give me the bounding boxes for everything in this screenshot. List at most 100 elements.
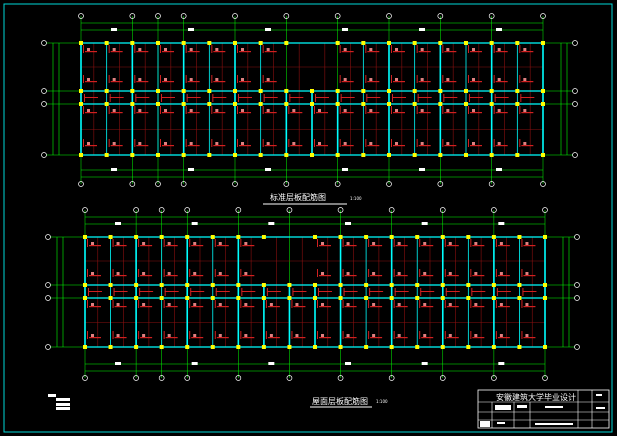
rebar bbox=[472, 306, 485, 308]
rebar bbox=[497, 275, 510, 277]
rebar-tag bbox=[142, 242, 146, 245]
column bbox=[543, 283, 547, 287]
axis-bubble bbox=[572, 40, 578, 46]
column bbox=[415, 283, 420, 287]
column bbox=[412, 102, 417, 106]
column bbox=[261, 283, 266, 287]
column bbox=[210, 235, 215, 239]
rebar bbox=[342, 239, 344, 247]
rebar bbox=[114, 245, 127, 247]
rebar bbox=[365, 75, 367, 83]
rebar bbox=[114, 306, 127, 308]
rebar bbox=[470, 331, 472, 339]
rebar bbox=[187, 145, 200, 147]
rebar-tag bbox=[423, 334, 427, 337]
column bbox=[159, 235, 164, 239]
rebar bbox=[368, 300, 370, 308]
column bbox=[134, 345, 139, 349]
column bbox=[79, 153, 83, 157]
column bbox=[541, 153, 545, 157]
rebar bbox=[521, 300, 523, 308]
rebar-tag bbox=[420, 109, 424, 112]
rebar bbox=[140, 337, 153, 339]
column bbox=[517, 283, 522, 287]
rebar bbox=[191, 337, 204, 339]
rebar-tag bbox=[397, 303, 401, 306]
rebar bbox=[109, 97, 124, 98]
rebar bbox=[262, 139, 264, 147]
axis-bubble bbox=[337, 375, 344, 381]
rebar bbox=[495, 145, 508, 147]
column bbox=[258, 89, 263, 93]
rebar bbox=[367, 145, 380, 147]
rebar-tag bbox=[215, 78, 219, 81]
rebar-tag bbox=[525, 334, 529, 337]
dimension-text bbox=[115, 362, 121, 365]
axis-bubble bbox=[232, 13, 238, 19]
rebar bbox=[89, 275, 101, 277]
column bbox=[287, 283, 292, 287]
rebar bbox=[471, 291, 486, 292]
rebar bbox=[393, 239, 395, 247]
rebar bbox=[421, 275, 434, 277]
dimension-text bbox=[188, 168, 194, 171]
column bbox=[415, 345, 420, 349]
dimension-text bbox=[498, 362, 505, 365]
column bbox=[284, 41, 289, 45]
rebar bbox=[211, 75, 213, 83]
rebar-tag bbox=[244, 272, 248, 275]
rebar bbox=[370, 337, 383, 339]
column bbox=[543, 235, 547, 239]
rebar bbox=[472, 245, 485, 247]
axis-bubble bbox=[572, 101, 578, 107]
rebar bbox=[163, 331, 165, 339]
rebar-tag bbox=[525, 303, 529, 306]
rebar-tag bbox=[523, 78, 527, 81]
floor-plan bbox=[45, 207, 580, 381]
column bbox=[361, 102, 366, 106]
rebar bbox=[136, 112, 149, 114]
plan-title-text: 标准层板配筋图 bbox=[270, 192, 326, 202]
column bbox=[156, 102, 160, 106]
rebar bbox=[394, 291, 409, 292]
rebar-tag bbox=[87, 109, 90, 112]
rebar bbox=[240, 331, 242, 339]
axis-bubble bbox=[572, 88, 578, 94]
rebar bbox=[446, 337, 459, 339]
column bbox=[310, 102, 314, 106]
rebar bbox=[264, 112, 277, 114]
rebar bbox=[264, 81, 277, 83]
column bbox=[159, 296, 164, 300]
axis-bubble bbox=[574, 234, 580, 240]
column bbox=[207, 89, 212, 93]
rebar bbox=[110, 51, 123, 53]
school-name: 安徽建筑大学毕业设计 bbox=[496, 392, 576, 402]
axis-bubble bbox=[540, 13, 546, 19]
column bbox=[466, 235, 471, 239]
column bbox=[361, 153, 366, 157]
column bbox=[412, 153, 417, 157]
column bbox=[207, 102, 212, 106]
axis-bubble bbox=[232, 181, 238, 187]
rebar bbox=[140, 306, 153, 308]
column bbox=[389, 235, 394, 239]
column bbox=[210, 345, 215, 349]
rebar bbox=[241, 291, 256, 292]
column bbox=[489, 153, 494, 157]
dimension-text bbox=[419, 28, 425, 31]
rebar-tag bbox=[138, 109, 142, 112]
column bbox=[313, 345, 317, 349]
rebar-tag bbox=[397, 334, 401, 337]
rebar bbox=[370, 306, 383, 308]
rebar-tag bbox=[91, 272, 94, 275]
rebar-tag bbox=[116, 242, 120, 245]
column bbox=[515, 102, 520, 106]
rebar bbox=[444, 331, 446, 339]
rebar-tag bbox=[266, 48, 270, 51]
rebar bbox=[216, 275, 229, 277]
dimension-text bbox=[345, 222, 351, 225]
rebar bbox=[393, 331, 395, 339]
rebar bbox=[344, 245, 357, 247]
column bbox=[387, 41, 391, 45]
rebar bbox=[134, 45, 136, 53]
